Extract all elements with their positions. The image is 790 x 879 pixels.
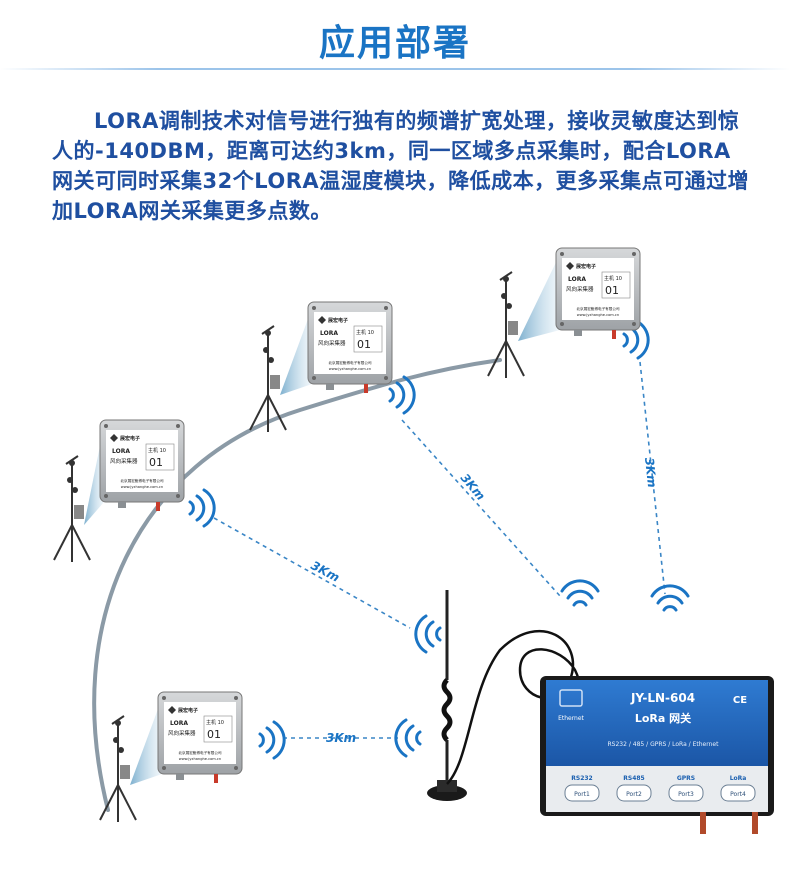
sensor-brand: 展宏电子: [327, 317, 348, 324]
distance-label-3: 3Km: [642, 457, 659, 488]
link-node2-gateway: [401, 419, 561, 597]
weather-station-icon: [99, 715, 137, 822]
sensor-line2: 风向采集器: [566, 285, 594, 293]
antenna-connector: [752, 812, 758, 834]
link-node3-gateway: [639, 361, 666, 595]
title-divider: [0, 68, 790, 70]
gateway-ce-mark: CE: [733, 695, 747, 706]
distance-label-1: 3Km: [309, 558, 342, 585]
sensor-line2: 风向采集器: [318, 339, 346, 347]
sensor-line1: LORA: [112, 448, 130, 455]
signal-wave-icon: [650, 584, 690, 612]
sensor-website: www.jyzhanghe.com.cn: [179, 757, 221, 761]
gateway-model: JY-LN-604: [630, 691, 695, 705]
brand-logo-icon: [318, 316, 326, 324]
sensor-website: www.jyzhanghe.com.cn: [577, 313, 619, 317]
signal-beam: [518, 254, 560, 341]
ethernet-icon: [559, 689, 583, 707]
weather-station-icon: [53, 455, 91, 562]
signal-beam: [130, 698, 162, 785]
sensor-brand: 展宏电子: [575, 263, 596, 270]
sensor-host-label: 主机 10: [206, 719, 224, 726]
network-arc: [92, 358, 502, 812]
sensor-host-label: 主机 10: [148, 447, 166, 454]
sensor-company: 北京展宏鲍博电子有限公司: [328, 360, 372, 365]
sensor-host-number: 01: [207, 728, 221, 741]
sensor-line2: 风向采集器: [168, 729, 196, 737]
antenna-connector: [156, 502, 160, 511]
gateway-port-type: LoRa: [730, 775, 747, 782]
gateway-port-name: Port1: [574, 791, 590, 798]
sensor-host-number: 01: [149, 456, 163, 469]
sensor-node: 展宏电子 LORA 风向采集器 主机 10 01 北京展宏鲍博电子有限公司 www.jyzh…: [99, 691, 243, 822]
gateway-port: GPRS Port3: [668, 775, 704, 802]
signal-beam: [280, 308, 312, 395]
antenna-icon: [427, 590, 584, 801]
sensor-line2: 风向采集器: [110, 457, 138, 465]
weather-station-icon: [249, 325, 287, 432]
signal-wave-icon: [258, 720, 286, 760]
sensor-box: 展宏电子 LORA 风向采集器 主机 10 01 北京展宏鲍博电子有限公司 www.jyzh…: [555, 247, 641, 339]
description-text: LORA调制技术对信号进行独有的频谱扩宽处理，接收灵敏度达到惊人的-140DBM…: [52, 109, 750, 223]
signal-wave-icon: [394, 718, 422, 758]
signal-wave-icon: [560, 579, 600, 607]
gateway-ethernet-label: Ethernet: [558, 715, 584, 722]
sensor-host-label: 主机 10: [604, 275, 622, 282]
sensor-brand: 展宏电子: [177, 707, 198, 714]
antenna-connector: [214, 774, 218, 783]
gateway-port-type: RS232: [571, 775, 592, 782]
sensor-line1: LORA: [170, 720, 188, 727]
brand-logo-icon: [110, 434, 118, 442]
signal-wave-icon: [414, 614, 442, 654]
gateway-port-type: GPRS: [677, 775, 695, 782]
sensor-node: 展宏电子 LORA 风向采集器 主机 10 01 北京展宏鲍博电子有限公司 www.jyzh…: [249, 301, 393, 432]
antenna-connector: [700, 812, 706, 834]
sensor-box: 展宏电子 LORA 风向采集器 主机 10 01 北京展宏鲍博电子有限公司 www.jyzh…: [157, 691, 243, 783]
gateway-name: LoRa 网关: [635, 711, 691, 725]
signal-beam: [84, 426, 104, 525]
sensor-website: www.jyzhanghe.com.cn: [121, 485, 163, 489]
gateway-protocols: RS232 / 485 / GPRS / LoRa / Ethernet: [608, 741, 720, 748]
distance-label-4: 3Km: [326, 731, 356, 745]
gateway-port-name: Port4: [730, 791, 746, 798]
brand-logo-icon: [566, 262, 574, 270]
sensor-line1: LORA: [320, 330, 338, 337]
link-node1-gateway: [213, 517, 411, 629]
page-title: 应用部署: [318, 23, 471, 64]
sensor-box: 展宏电子 LORA 风向采集器 主机 10 01 北京展宏鲍博电子有限公司 www.jyzh…: [307, 301, 393, 393]
sensor-node: 展宏电子 LORA 风向采集器 主机 10 01 北京展宏鲍博电子有限公司 www.jyzh…: [53, 419, 185, 562]
antenna-connector: [612, 330, 616, 339]
lora-gateway: Ethernet JY-LN-604 LoRa 网关 CE RS232 / 48…: [540, 676, 774, 834]
sensor-host-number: 01: [605, 284, 619, 297]
distance-links: [213, 361, 666, 739]
brand-logo-icon: [168, 706, 176, 714]
antenna-connector: [364, 384, 368, 393]
gateway-port-name: Port2: [626, 791, 642, 798]
sensor-host-label: 主机 10: [356, 329, 374, 336]
sensor-company: 北京展宏鲍博电子有限公司: [178, 750, 222, 755]
sensor-line1: LORA: [568, 276, 586, 283]
sensor-host-number: 01: [357, 338, 371, 351]
sensor-company: 北京展宏鲍博电子有限公司: [120, 478, 164, 483]
sensor-box: 展宏电子 LORA 风向采集器 主机 10 01 北京展宏鲍博电子有限公司 www.jyzh…: [99, 419, 185, 511]
gateway-port-type: RS485: [623, 775, 644, 782]
gateway-port-name: Port3: [678, 791, 694, 798]
signal-wave-icon: [188, 488, 216, 528]
weather-station-icon: [487, 271, 525, 378]
sensor-company: 北京展宏鲍博电子有限公司: [576, 306, 620, 311]
sensor-node: 展宏电子 LORA 风向采集器 主机 10 01 北京展宏鲍博电子有限公司 www.jyzh…: [487, 247, 641, 378]
sensor-brand: 展宏电子: [119, 435, 140, 442]
sensor-website: www.jyzhanghe.com.cn: [329, 367, 371, 371]
